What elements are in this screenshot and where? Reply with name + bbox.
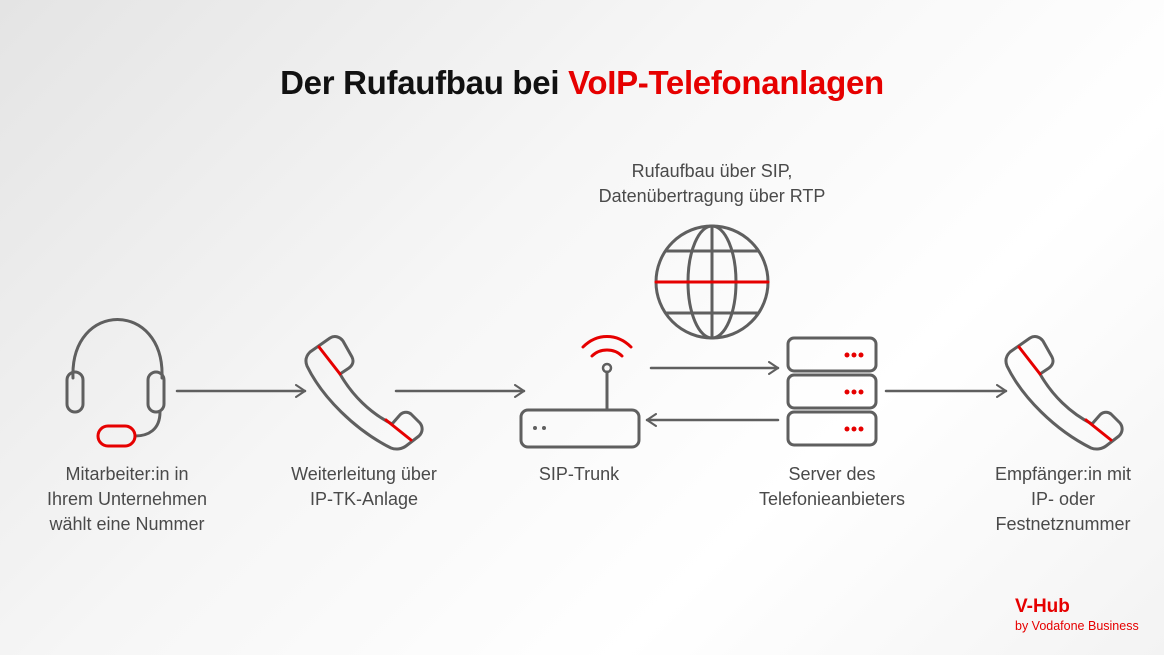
logo-tagline: by Vodafone Business xyxy=(1015,619,1139,633)
phone-handset-icon xyxy=(304,335,424,451)
caption-line: Rufaufbau über SIP, xyxy=(631,161,793,181)
label-line: IP-TK-Anlage xyxy=(309,489,419,509)
step-label-server: Server des Telefonieanbieters xyxy=(712,462,952,512)
label-line: SIP-Trunk xyxy=(538,464,620,484)
step-label-employee: Mitarbeiter:in in Ihrem Unternehmen wähl… xyxy=(7,462,247,537)
label-line: Server des xyxy=(788,464,876,484)
step-label-pbx: Weiterleitung über IP-TK-Anlage xyxy=(244,462,484,512)
caption-line: Datenübertragung über RTP xyxy=(598,186,826,206)
protocol-caption: Rufaufbau über SIP, Datenübertragung übe… xyxy=(572,159,852,209)
label-line: IP- oder xyxy=(1030,489,1096,509)
page-title: Der Rufaufbau bei VoIP-Telefonanlagen xyxy=(0,64,1164,102)
label-line: Weiterleitung über xyxy=(291,464,437,484)
logo-name: V-Hub xyxy=(1015,596,1070,617)
headset-icon xyxy=(65,318,166,448)
step-label-sip-trunk: SIP-Trunk xyxy=(459,462,699,487)
globe-icon xyxy=(654,224,770,340)
title-text: Der Rufaufbau bei xyxy=(280,64,569,101)
step-label-recipient: Empfänger:in mit IP- oder Festnetznummer xyxy=(943,462,1164,537)
server-icon xyxy=(786,336,878,447)
label-line: Festnetznummer xyxy=(995,514,1131,534)
vhub-logo: V-Hub by Vodafone Business xyxy=(1015,596,1139,634)
router-icon xyxy=(519,335,641,449)
label-line: Telefonieanbieters xyxy=(758,489,906,509)
phone-handset-icon xyxy=(1004,335,1124,451)
label-line: Mitarbeiter:in in xyxy=(65,464,189,484)
label-line: Ihrem Unternehmen xyxy=(46,489,208,509)
label-line: Empfänger:in mit xyxy=(994,464,1132,484)
title-highlight: VoIP-Telefonanlagen xyxy=(568,64,884,101)
label-line: wählt eine Nummer xyxy=(49,514,205,534)
